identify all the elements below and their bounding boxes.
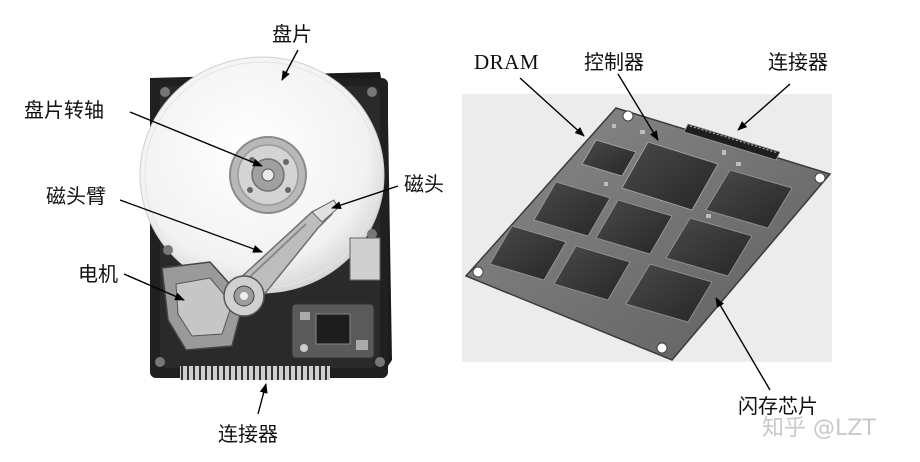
- hdd-connector-pins: [180, 366, 330, 380]
- watermark-text: 知乎 @LZT: [762, 416, 876, 441]
- label-ssd-connector: 连接器: [768, 50, 828, 74]
- label-dram: DRAM: [474, 50, 540, 74]
- label-head-arm: 磁头臂: [46, 184, 106, 208]
- hdd-photo: [139, 56, 392, 380]
- flash-chips: [489, 169, 793, 323]
- motor-assembly: [161, 261, 265, 351]
- label-controller: 控制器: [584, 50, 644, 74]
- ssd-arrows: [519, 73, 791, 391]
- spindle-hub: [229, 136, 307, 214]
- label-hdd-connector: 连接器: [218, 422, 278, 446]
- hdd-board: [291, 303, 375, 359]
- label-spindle: 盘片转轴: [24, 98, 104, 122]
- label-head: 磁头: [404, 172, 444, 196]
- controller-chip: [621, 141, 719, 211]
- ssd-photo: [462, 94, 832, 362]
- ssd-connector: [683, 123, 781, 161]
- dram-chip: [581, 139, 637, 177]
- label-flash-chips: 闪存芯片: [738, 394, 818, 418]
- label-platter: 盘片: [272, 22, 312, 46]
- label-motor: 电机: [78, 262, 118, 286]
- hdd-arrows: [119, 49, 399, 415]
